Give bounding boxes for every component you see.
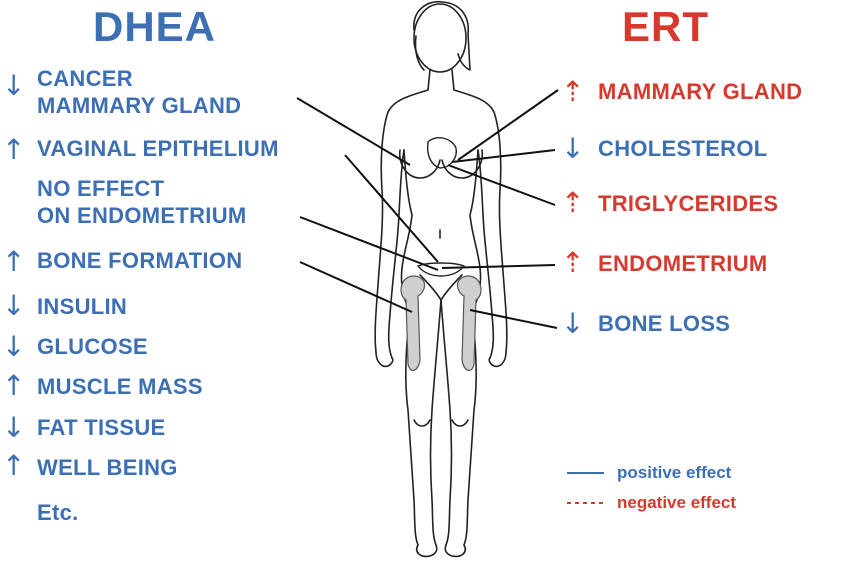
down-arrow-icon: ↓ [561,307,585,340]
line-mammary-ert [457,89,559,161]
line-bone-dhea [299,261,413,313]
right-femur [456,275,482,371]
dhea-item-label: VAGINAL EPITHELIUM [37,136,279,161]
legend-positive-label: positive effect [617,463,732,482]
line-vaginal [344,154,439,263]
ert-item-label: TRIGLYCERIDES [598,191,779,216]
line-mammary-dhea [296,97,411,166]
dhea-item-label: NO EFFECT [37,176,165,201]
dhea-item-label: FAT TISSUE [37,415,166,440]
dhea-item-label: INSULIN [37,294,128,319]
line-triglycerides [447,164,556,206]
dhea-item-label: CANCER [37,66,133,91]
dashed-up-arrow-icon: ⇡ [561,75,585,108]
ert-item-label: ENDOMETRIUM [598,251,768,276]
dhea-title: DHEA [93,3,217,50]
line-endometrium-dhea [299,216,439,271]
ert-item-label: MAMMARY GLAND [598,79,803,104]
legend-positive-symbol: — [567,462,568,463]
ert-title: ERT [622,3,709,50]
down-arrow-icon: ↓ [2,69,26,102]
down-arrow-icon: ↓ [2,411,26,444]
dashed-up-arrow-icon: ⇡ [561,246,585,279]
ert-item-label: BONE LOSS [598,311,731,336]
down-arrow-icon: ↓ [2,330,26,363]
line-bone-loss [469,309,558,329]
leader-lines [296,89,559,329]
femur-bones [400,275,482,371]
up-arrow-icon: ↑ [2,449,26,482]
dhea-item-label: WELL BEING [37,455,178,480]
female-body-outline [374,0,508,558]
dhea-item-label: MAMMARY GLAND [37,93,242,118]
legend-negative-label: negative effect [617,493,737,512]
down-arrow-icon: ↓ [2,289,26,322]
up-arrow-icon: ↑ [2,245,26,278]
line-endometrium-ert [441,264,556,269]
dhea-item-label: Etc. [37,500,79,525]
liver-icon [426,137,457,169]
dhea-item-label: MUSCLE MASS [37,374,203,399]
dashed-up-arrow-icon: ⇡ [561,186,585,219]
ert-item-label: CHOLESTEROL [598,136,768,161]
legend-negative-symbol: - - - - [567,492,569,493]
up-arrow-icon: ↑ [2,133,26,166]
dhea-item-label: ON ENDOMETRIUM [37,203,247,228]
uterus-icon [416,262,466,277]
dhea-item-label: GLUCOSE [37,334,148,359]
line-cholesterol [451,149,556,163]
left-femur [400,275,426,371]
up-arrow-icon: ↑ [2,369,26,402]
dhea-item-label: BONE FORMATION [37,248,243,273]
down-arrow-icon: ↓ [561,132,585,165]
